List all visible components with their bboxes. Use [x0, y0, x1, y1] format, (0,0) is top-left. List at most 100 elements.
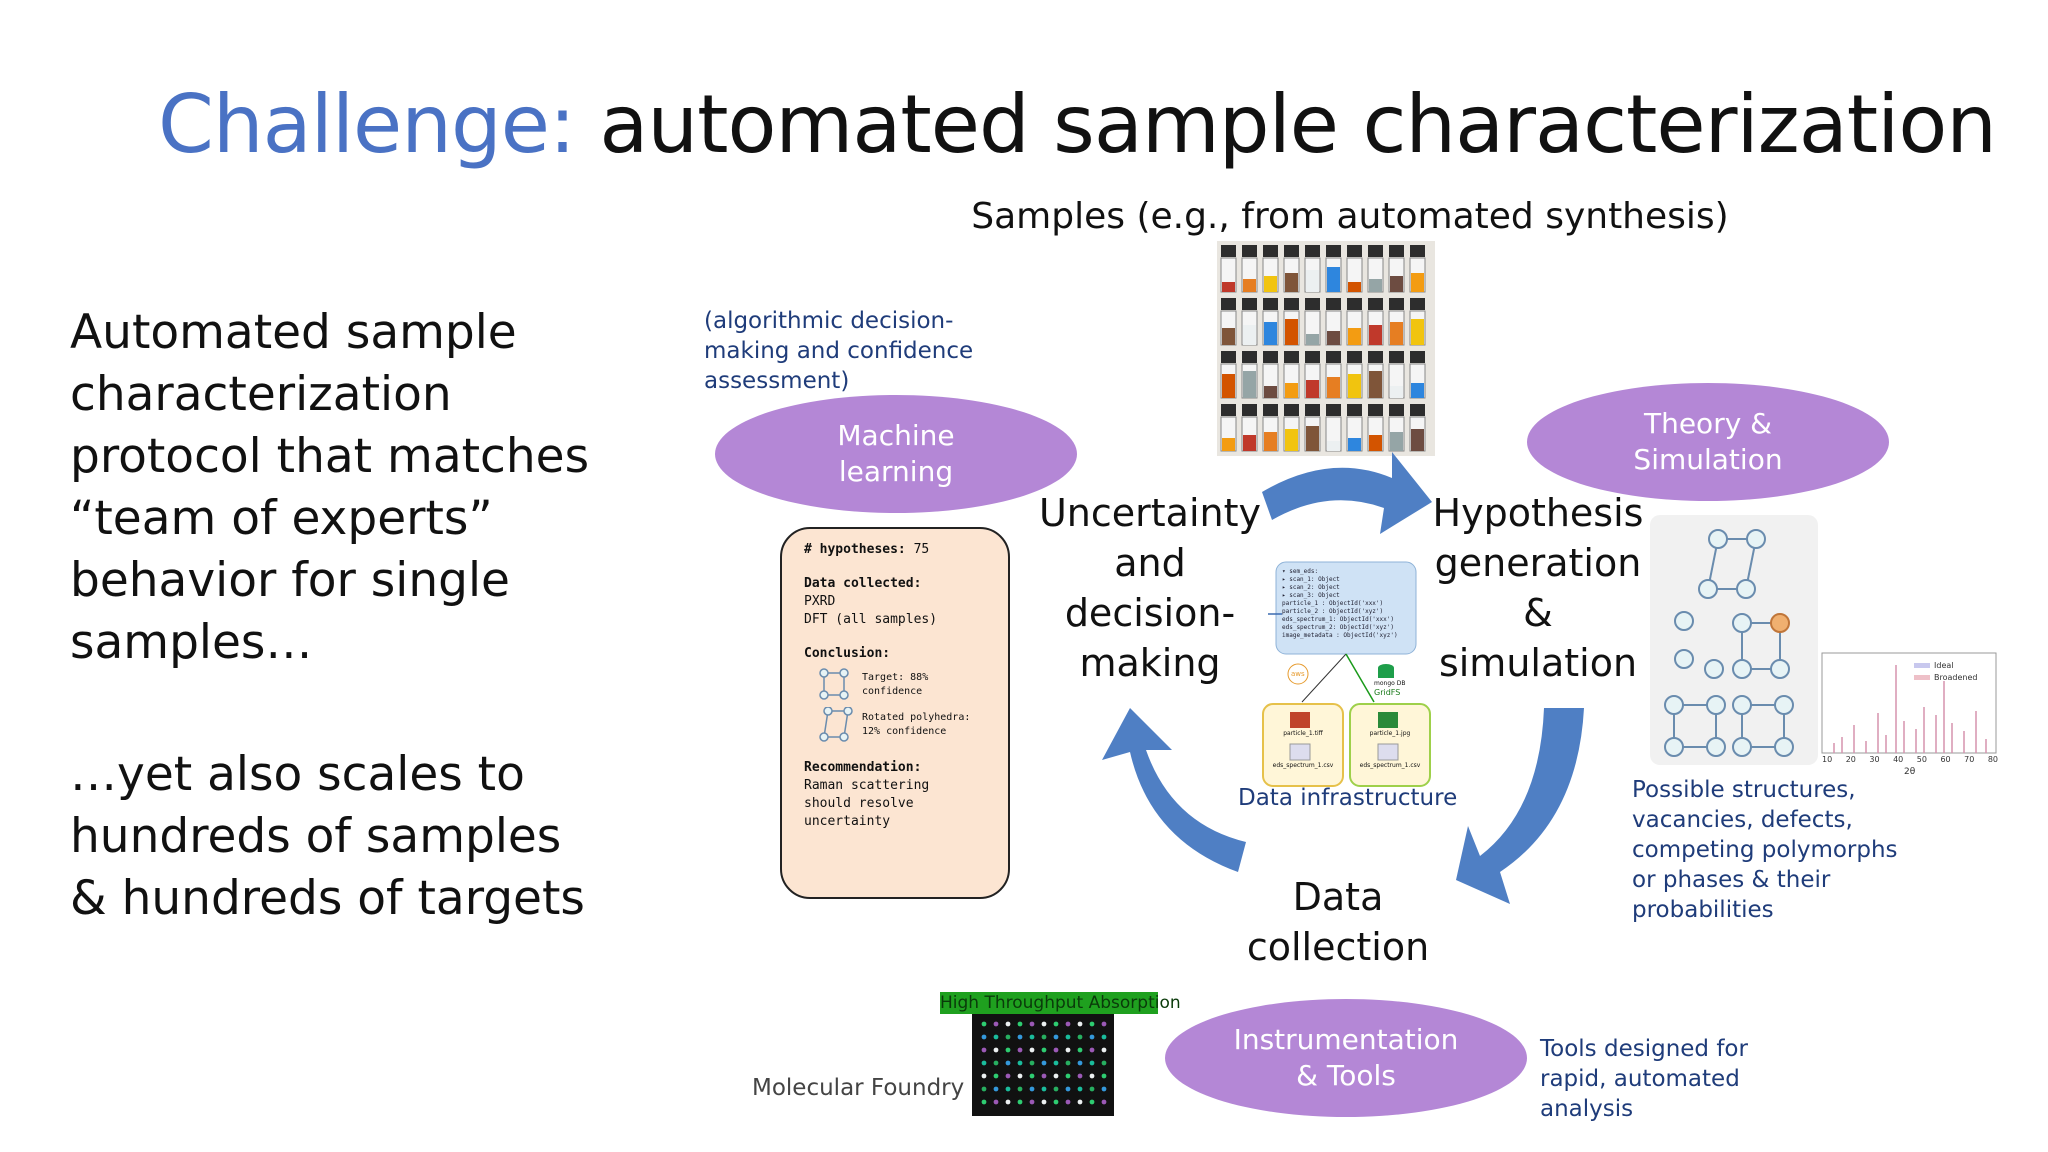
vial-cap: [1305, 404, 1320, 416]
arrow-top: [1262, 452, 1432, 534]
plate-well: [993, 1034, 999, 1040]
plate-well: [1077, 1060, 1083, 1066]
plate-well: [1089, 1047, 1095, 1053]
vial-contents: [1222, 438, 1235, 451]
plate-well: [1053, 1034, 1059, 1040]
slide-title: Challenge: automated sample characteriza…: [158, 78, 1997, 171]
scale-line: …yet also scales to: [70, 747, 525, 802]
db-tree-line: ▸ scan_1: Object: [1282, 576, 1340, 583]
vial-cap: [1389, 351, 1404, 363]
card-rotated-row: Rotated polyhedra: 12% confidence: [818, 707, 986, 743]
machine-learning-ellipse: Machine learning: [715, 395, 1077, 513]
plate-well: [1065, 1060, 1071, 1066]
intro-line: characterization: [70, 367, 452, 422]
ellipse-line: Machine: [837, 419, 955, 452]
high-throughput-label: High Throughput Absorption: [940, 992, 1181, 1014]
intro-line: Automated sample: [70, 305, 517, 360]
vial-contents: [1264, 386, 1277, 398]
vial-contents: [1327, 441, 1340, 451]
plate-well: [1029, 1099, 1035, 1105]
plate-well: [1089, 1060, 1095, 1066]
plate-well: [1029, 1047, 1035, 1053]
x-axis-label: 2θ: [1904, 767, 1916, 777]
tools-note: Tools designed for rapid, automated anal…: [1540, 1034, 1748, 1124]
vial-contents: [1411, 429, 1424, 451]
vial-contents: [1243, 279, 1256, 292]
card-target-row: Target: 88% confidence: [818, 667, 986, 703]
plate-well: [1089, 1086, 1095, 1092]
plate-well: [993, 1086, 999, 1092]
ellipse-line: Theory &: [1643, 407, 1773, 440]
plate-well: [1101, 1060, 1107, 1066]
plate-well: [1029, 1060, 1035, 1066]
vial-cap: [1389, 298, 1404, 310]
vial-contents: [1285, 319, 1298, 345]
ellipse-line: learning: [838, 455, 954, 488]
structures-note-line: Possible structures,: [1632, 777, 1856, 803]
plate-well: [993, 1047, 999, 1053]
ml-note-line: (algorithmic decision-: [704, 308, 954, 334]
vial-cap: [1284, 245, 1299, 257]
vial-contents: [1285, 273, 1298, 292]
vial-cap: [1305, 298, 1320, 310]
cycle-line: Hypothesis: [1432, 491, 1644, 535]
vial-cap: [1368, 245, 1383, 257]
vial-contents: [1411, 319, 1424, 345]
db-tree-line: particle_2 : ObjectId('xyz'): [1282, 608, 1384, 615]
db-tree-line: particle_1 : ObjectId('xxx'): [1282, 600, 1384, 607]
x-tick: 70: [1964, 755, 1975, 764]
cycle-line: simulation: [1438, 641, 1638, 685]
plate-well: [1089, 1034, 1095, 1040]
plate-well: [1065, 1021, 1071, 1027]
vial-contents: [1369, 371, 1382, 398]
vial-cap: [1263, 245, 1278, 257]
plate-well: [1053, 1047, 1059, 1053]
vial-cap: [1221, 351, 1236, 363]
scale-line: & hundreds of targets: [70, 871, 585, 926]
cycle-line: making: [1079, 641, 1221, 685]
db-tree-line: image_metadata : ObjectId('xyz'): [1282, 632, 1398, 639]
intro-line: behavior for single: [70, 553, 510, 608]
plate-well: [1017, 1034, 1023, 1040]
plate-well: [1017, 1073, 1023, 1079]
structures-note-line: competing polymorphs: [1632, 837, 1898, 863]
vial-contents: [1264, 432, 1277, 451]
plate-well: [981, 1060, 987, 1066]
x-tick: 20: [1845, 755, 1856, 764]
vial-contents: [1369, 279, 1382, 292]
plate-well: [1065, 1047, 1071, 1053]
plate-well: [1029, 1021, 1035, 1027]
card-rotated-text: Rotated polyhedra:: [862, 712, 971, 723]
high-throughput-plate-image: [972, 1014, 1114, 1116]
vial-cap: [1347, 351, 1362, 363]
structures-note-line: vacancies, defects,: [1632, 807, 1853, 833]
vial-contents: [1243, 325, 1256, 345]
plate-well: [1029, 1073, 1035, 1079]
vial-contents: [1243, 435, 1256, 451]
xrd-pattern-plot: Ideal Broadened 10 20 30 40 50 60 70 80 …: [1820, 651, 2000, 781]
ellipse-line: Instrumentation: [1233, 1023, 1459, 1056]
card-data-item: DFT (all samples): [804, 612, 938, 627]
plate-well: [993, 1099, 999, 1105]
vial-cap: [1263, 351, 1278, 363]
structures-note: Possible structures, vacancies, defects,…: [1632, 775, 1898, 925]
vial-cap: [1221, 404, 1236, 416]
plate-well: [1005, 1034, 1011, 1040]
vial-cap: [1305, 245, 1320, 257]
plate-well: [1053, 1099, 1059, 1105]
db-tree-line: ▸ scan_2: Object: [1282, 584, 1340, 591]
vial-cap: [1326, 298, 1341, 310]
vial-cap: [1263, 404, 1278, 416]
ml-note-line: making and confidence: [704, 338, 974, 364]
intro-line: protocol that matches: [70, 429, 590, 484]
intro-paragraph: Automated sample characterization protoc…: [70, 302, 630, 674]
vial-cap: [1305, 351, 1320, 363]
plate-well: [1041, 1060, 1047, 1066]
vial-contents: [1348, 438, 1361, 451]
plate-well: [1089, 1099, 1095, 1105]
vial-contents: [1285, 383, 1298, 398]
vial-cap: [1242, 404, 1257, 416]
plate-well: [993, 1073, 999, 1079]
db-tree-line: eds_spectrum_1: ObjectId('xxx'): [1282, 616, 1394, 623]
plate-well: [1041, 1021, 1047, 1027]
